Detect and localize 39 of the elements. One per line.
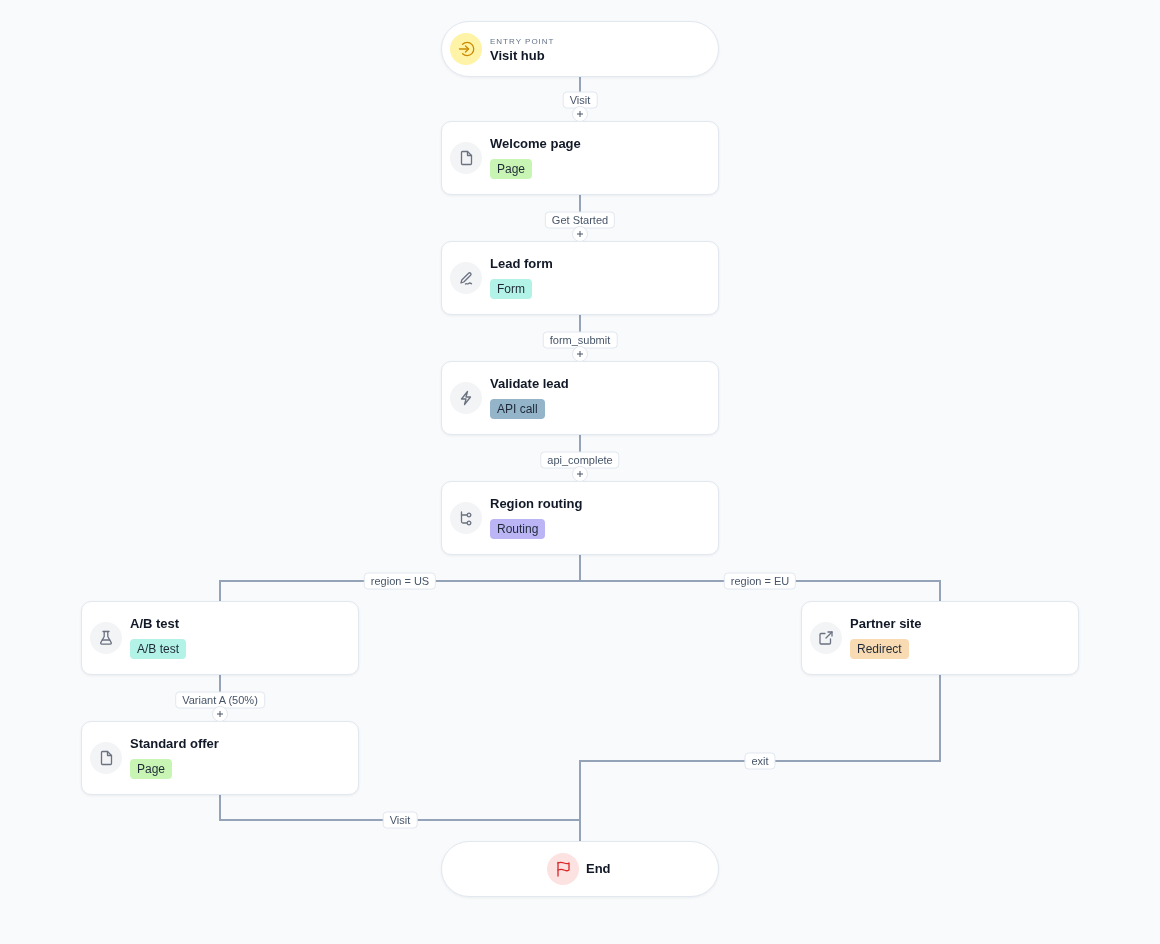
step-type-tag: Page: [490, 159, 533, 179]
edge-label: Get Started: [544, 211, 616, 229]
step-type-tag: Form: [490, 279, 532, 299]
step-card: [81, 601, 359, 675]
edge-label: Visit: [382, 811, 418, 829]
edge-label: Visit: [562, 91, 598, 109]
step-card: [801, 601, 1079, 675]
step-title: Visit hub: [490, 48, 545, 64]
edge-label: api_complete: [540, 451, 620, 469]
step-title: End: [586, 861, 611, 877]
step-type-tag: A/B test: [130, 639, 187, 659]
entry-step-card: [441, 21, 719, 77]
step-title: Region routing: [490, 496, 583, 512]
step-title: Validate lead: [490, 376, 569, 392]
edge-label: form_submit: [542, 331, 618, 349]
step-title: A/B test: [130, 616, 180, 632]
step-title: Welcome page: [490, 136, 581, 152]
connector-line: [579, 554, 581, 582]
step-card: [441, 361, 719, 435]
connector-line: [579, 819, 581, 842]
edge-label: region = US: [363, 572, 437, 590]
connector-line: [219, 794, 581, 821]
step-type-tag: Routing: [490, 519, 546, 539]
eyebrow-label: ENTRY POINT: [490, 37, 555, 47]
step-type-tag: Page: [130, 759, 173, 779]
edge-label: region = EU: [723, 572, 797, 590]
end-step-card: [441, 841, 719, 897]
connector-line: [579, 674, 941, 821]
step-card: [81, 721, 359, 795]
step-title: Standard offer: [130, 736, 219, 752]
step-card: [441, 481, 719, 555]
step-title: Lead form: [490, 256, 553, 272]
step-card: [441, 121, 719, 195]
step-type-tag: API call: [490, 399, 545, 419]
step-card: [441, 241, 719, 315]
edge-label: exit: [744, 752, 776, 770]
edge-label: Variant A (50%): [175, 691, 265, 709]
step-type-tag: Redirect: [850, 639, 909, 659]
step-title: Partner site: [850, 616, 922, 632]
